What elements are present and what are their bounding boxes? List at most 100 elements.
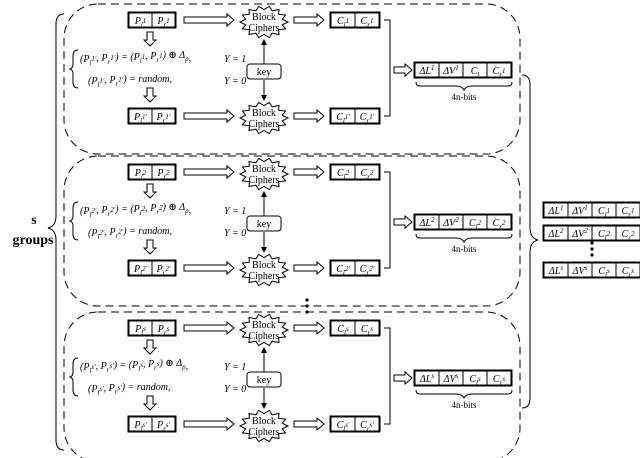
cipher-label-line1: Block [252, 164, 276, 175]
summary-row-text: ΔLs [548, 264, 563, 277]
output-record-text: ΔV2 [442, 216, 459, 229]
ciphertext-pair-bottom-text: Cr1' [360, 112, 375, 125]
ciphertext-pair-top-text: Cr2 [361, 168, 374, 181]
down-arrow-top [142, 183, 158, 199]
output-record-cell [486, 62, 512, 78]
cipher-label-line2: Ciphers [248, 427, 279, 438]
arrow-to-cipher-bottom [183, 416, 235, 432]
arrow-to-ciphertext-top [293, 320, 325, 336]
block-cipher-top [238, 5, 290, 39]
s-label: s [31, 213, 37, 228]
summary-row-text: ΔVs [572, 264, 588, 277]
plaintext-pair-bottom: Pls'Prs' [127, 415, 177, 433]
summary-row-text: ΔV1 [571, 204, 587, 217]
output-record-text: Cl [471, 66, 480, 79]
output-record-text: Cls [469, 374, 481, 387]
summary-row-cell [615, 262, 640, 278]
output-record-text: Cr1 [493, 66, 506, 79]
ciphertext-pair-bottom-text: Cr2' [360, 264, 375, 277]
ciphertext-pair-bottom-text: Cl1' [336, 112, 350, 125]
bits-underbrace [415, 81, 513, 92]
ciphertext-pair-bottom: Cl1' Cr1' [329, 107, 381, 125]
relation-equations: (Pl2', Pr2') = (Pl2, Pr2) ⊕ Δp,Y = 1(Pl2… [68, 201, 246, 241]
arrow-to-cipher-bottom [183, 260, 235, 276]
plaintext-pair-bottom-text: Pl2' [133, 264, 148, 277]
equation-y1: (Pl1', Pr1') = (Pl1, Pr1) ⊕ Δp, [80, 50, 191, 67]
summary-ellipsis-dot [590, 241, 594, 245]
down-arrow-top [142, 31, 158, 47]
arrow-to-output [393, 214, 413, 230]
arrow-to-output [393, 370, 413, 386]
plaintext-pair-top-cell [151, 164, 176, 180]
ciphertext-pair-bottom-text: Cls' [337, 420, 350, 433]
block-cipher-bottom [238, 409, 290, 443]
down-arrow-top [142, 339, 158, 355]
output-record-text: Cr2 [493, 218, 506, 231]
plaintext-pair-top-text: Pr2 [156, 168, 170, 181]
condition-y1: Y = 1 [224, 54, 246, 65]
cipher-label-line2: Ciphers [248, 331, 279, 342]
merge-bracket [384, 19, 391, 117]
cipher-label-line1: Block [252, 108, 276, 119]
block-cipher-bottom [238, 101, 290, 135]
plaintext-pair-bottom-cell [151, 108, 176, 124]
ciphertext-pair-bottom: Cl2'Cr2' [329, 259, 381, 277]
cipher-label-line1: Block [252, 260, 276, 271]
summary-row-cell [615, 202, 640, 218]
arrow-to-ciphertext-top [293, 164, 325, 180]
equation-y0: (Pl1', Pr1') = random, [88, 74, 172, 89]
arrow-to-cipher-bottom [183, 108, 235, 124]
bits-label: 4n-bits [451, 244, 476, 254]
arrow-to-ciphertext-top [293, 12, 325, 28]
equation-brace [68, 357, 79, 397]
plaintext-pair-bottom-text: Pr2' [156, 264, 171, 277]
equation-y0: (Pl2', Pr2') = random, [88, 226, 172, 241]
ciphertext-pair-top-cell [354, 320, 380, 336]
summary-row-text: Cls [598, 266, 610, 279]
bits-label: 4n-bits [451, 400, 476, 410]
arrow-to-ciphertext-bottom [293, 108, 325, 124]
summary-ellipsis-dot [590, 253, 594, 257]
block-cipher-bottom [238, 253, 290, 287]
ciphertext-pair-top-text: Cl1 [337, 16, 349, 29]
summary-row-cell [615, 225, 640, 241]
summary-ellipsis-dot [590, 247, 594, 251]
output-record-text: ΔVs [443, 372, 459, 385]
bits-underbrace [415, 389, 513, 400]
output-record: ΔL1 ΔV1 Cl Cr1 [413, 61, 513, 79]
arrow-to-ciphertext-bottom [293, 416, 325, 432]
condition-y0: Y = 0 [224, 228, 246, 239]
plaintext-pair-bottom-text: Pr1' [156, 112, 171, 125]
plaintext-pair-bottom-text: Prs' [156, 420, 171, 433]
equation-y1: (Pls', Prs') = (Pls, Prs) ⊕ Δp, [80, 358, 188, 375]
ellipsis-dot [305, 304, 309, 308]
output-record-text: ΔL1 [419, 64, 435, 77]
group-frame [63, 3, 521, 155]
plaintext-pair-bottom-cell [151, 416, 176, 432]
key-label: key [257, 375, 271, 386]
output-record-text: Crs [493, 374, 505, 387]
block-cipher-top [238, 313, 290, 347]
cipher-label-line2: Ciphers [248, 23, 279, 34]
output-record-text: ΔV1 [442, 64, 458, 77]
plaintext-pair-top-text: Pls [134, 324, 146, 337]
condition-y0: Y = 0 [224, 384, 246, 395]
cipher-label-line1: Block [252, 12, 276, 23]
arrow-to-ciphertext-bottom [293, 260, 325, 276]
summary-row-text: ΔL1 [548, 204, 564, 217]
block-cipher-top [238, 157, 290, 191]
ciphertext-pair-bottom-cell [354, 108, 380, 124]
cipher-label-line2: Ciphers [248, 119, 279, 130]
